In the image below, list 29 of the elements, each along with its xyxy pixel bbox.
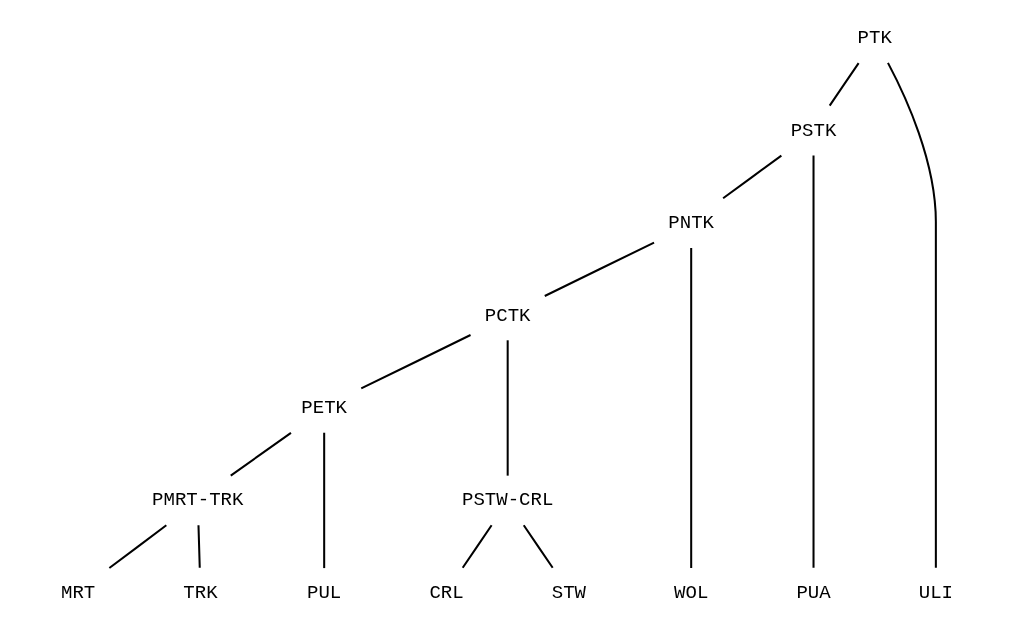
node-text: PUA [795,581,831,604]
node-text: PMRT-TRK [151,489,243,512]
node-text: PNTK [667,212,714,235]
connector [689,247,692,569]
node-text: PSTW-CRL [461,489,553,512]
connector [828,62,859,107]
connector [506,340,509,476]
node-text: ULI [918,581,953,604]
connector [461,524,492,569]
connector [322,432,325,569]
node-text: PSTK [790,119,836,142]
connector [543,241,654,297]
connector [229,432,292,477]
connector [886,62,937,568]
node-text: PCTK [484,304,531,327]
connector [108,524,167,569]
node-text: PUL [306,581,341,604]
node-text: PETK [300,396,347,419]
connector [360,334,471,390]
connector [522,524,553,569]
connector [812,155,815,568]
node-text: WOL [673,581,708,604]
node-text: STW [551,581,586,604]
connector [196,525,201,568]
node-text: TRK [182,581,218,604]
node-text: MRT [60,581,95,604]
node-text: PTK [857,27,892,50]
connector [722,154,782,200]
node-text: CRL [428,581,464,604]
